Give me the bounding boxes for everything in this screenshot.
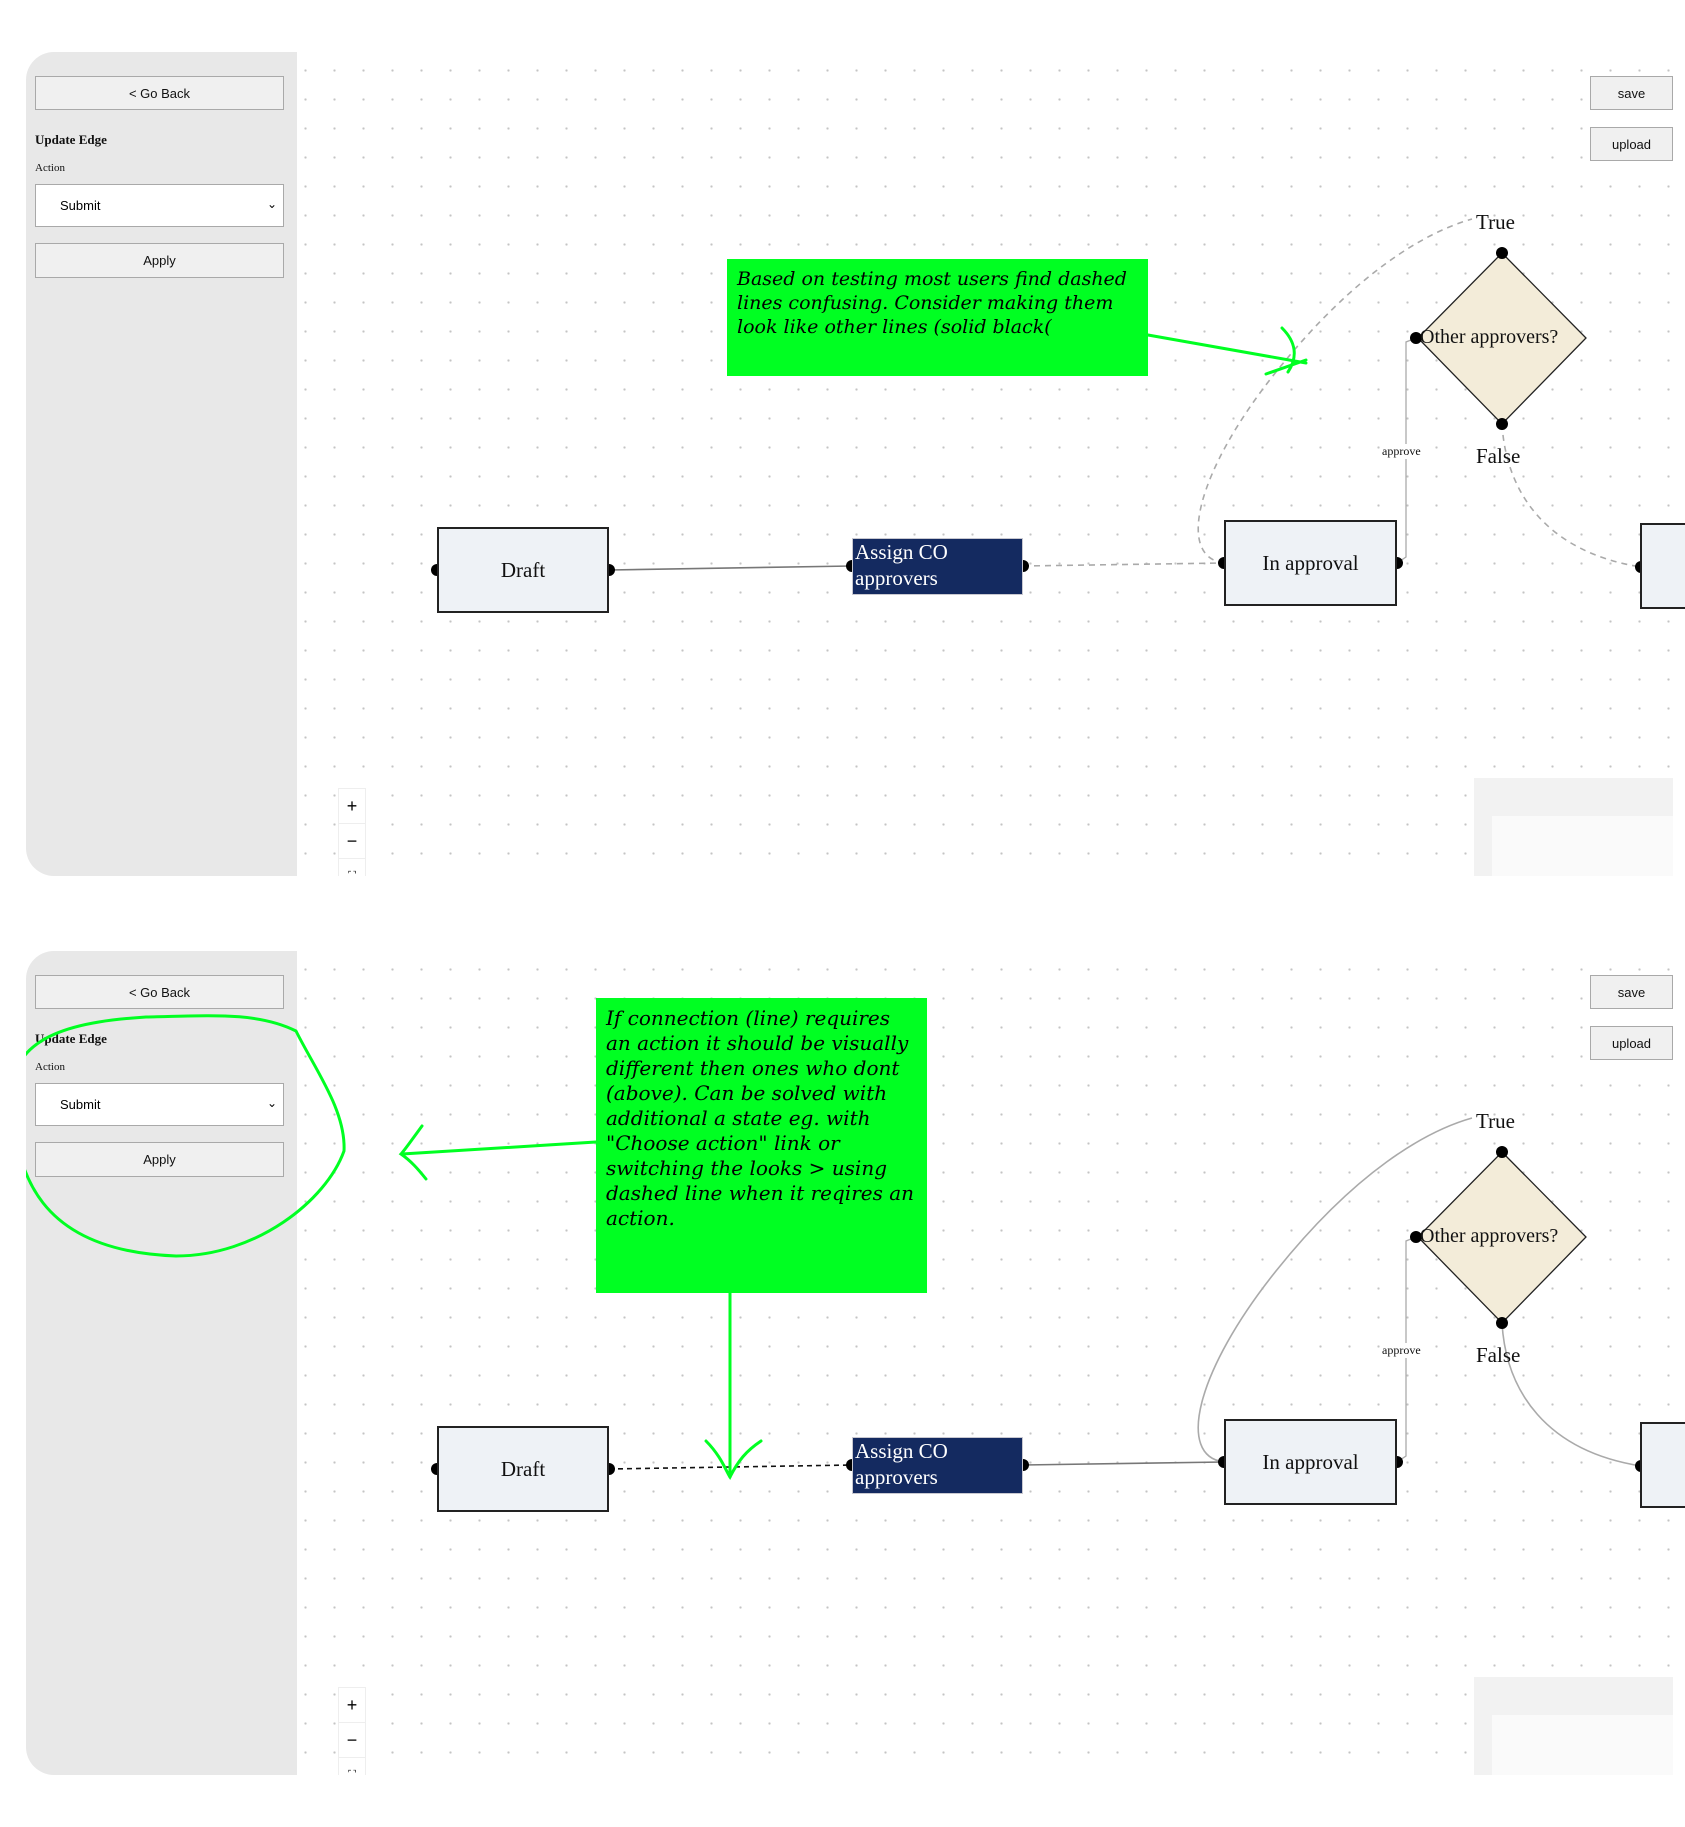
action-label: Action — [35, 1061, 65, 1073]
arrowhead-stroke — [398, 1124, 428, 1181]
chevron-down-icon: ⌄ — [266, 1096, 277, 1110]
section-title: Update Edge — [35, 132, 107, 147]
node-draft[interactable]: Draft — [437, 1426, 609, 1512]
zoom-out-button[interactable]: − — [339, 824, 365, 859]
true-label: True — [1476, 210, 1515, 234]
action-select[interactable]: Submit ⌄ — [35, 184, 284, 227]
edge-label-approve[interactable]: approve — [1382, 444, 1421, 459]
arrowhead-stroke — [704, 1439, 763, 1480]
node-label: approvers — [855, 1465, 938, 1489]
sidebar: < Go Back Update Edge Action Submit ⌄ App… — [26, 52, 297, 876]
node-in-approval[interactable]: In approval — [1224, 1419, 1397, 1505]
arrowhead-stroke — [1264, 326, 1308, 376]
highlight-circle — [26, 1014, 346, 1258]
fit-view-button[interactable]: ⛶ — [339, 859, 365, 876]
minimap[interactable] — [1474, 1677, 1673, 1775]
workflow-editor: < Go Back Update Edge Action Submit ⌄ App… — [26, 52, 1685, 876]
edge-assign-approval[interactable] — [1022, 562, 1225, 567]
true-label: True — [1476, 1109, 1515, 1133]
node-next[interactable] — [1640, 1422, 1685, 1508]
minimap[interactable] — [1474, 778, 1673, 876]
edge-label-approve[interactable]: approve — [1382, 1343, 1421, 1358]
sidebar: < Go Back Update Edge Action Submit⌄ App… — [26, 951, 297, 1775]
canvas[interactable] — [26, 52, 1685, 876]
zoom-controls: + − ⛶ — [338, 788, 366, 876]
node-label: Assign CO — [855, 1439, 948, 1463]
annotation-strokes — [1146, 326, 1308, 376]
arrow-left-stroke — [400, 1140, 598, 1156]
upload-button[interactable]: upload — [1590, 127, 1673, 161]
fit-view-button[interactable]: ⛶ — [339, 1758, 365, 1775]
apply-button[interactable]: Apply — [35, 1142, 284, 1177]
edge-approval-true[interactable] — [1197, 1117, 1473, 1463]
chevron-down-icon: ⌄ — [266, 197, 277, 211]
edge-draft-assign[interactable] — [608, 565, 853, 571]
edge-assign-approval[interactable] — [1022, 1461, 1225, 1466]
edge-false-next[interactable] — [1501, 423, 1642, 568]
go-back-button[interactable]: < Go Back — [35, 975, 284, 1009]
arrow-stroke — [1146, 333, 1308, 365]
false-label: False — [1476, 1343, 1521, 1367]
action-select[interactable]: Submit ⌄ — [35, 1083, 284, 1126]
save-button[interactable]: save — [1590, 76, 1673, 110]
node-draft[interactable]: Draft — [437, 527, 609, 613]
decision-label: Other approvers? — [1420, 1225, 1559, 1247]
save-button[interactable]: save — [1590, 975, 1673, 1009]
apply-button[interactable]: Apply — [35, 243, 284, 278]
go-back-button[interactable]: < Go Back — [35, 76, 284, 110]
zoom-out-button[interactable]: − — [339, 1723, 365, 1758]
annotation-strokes — [26, 1014, 763, 1480]
zoom-controls: + − ⛶ — [338, 1687, 366, 1775]
node-label: approvers — [855, 566, 938, 590]
action-value: Submit — [60, 198, 101, 213]
action-label: Action — [35, 162, 65, 174]
action-value: Submit — [60, 1097, 101, 1112]
edge-false-next[interactable] — [1501, 1322, 1642, 1467]
workflow-editor: < Go Back Update Edge Action Submit⌄ App… — [26, 951, 1685, 1775]
annotation-note: If connection (line) requires an action … — [596, 998, 927, 1293]
node-next[interactable] — [1640, 523, 1685, 609]
zoom-in-button[interactable]: + — [339, 1688, 365, 1723]
decision-label: Other approvers? — [1420, 326, 1559, 348]
annotation-note: Based on testing most users find dashed … — [727, 259, 1148, 376]
zoom-in-button[interactable]: + — [339, 789, 365, 824]
upload-button[interactable]: upload — [1590, 1026, 1673, 1060]
false-label: False — [1476, 444, 1521, 468]
node-label: Assign CO — [855, 540, 948, 564]
node-in-approval[interactable]: In approval — [1224, 520, 1397, 606]
